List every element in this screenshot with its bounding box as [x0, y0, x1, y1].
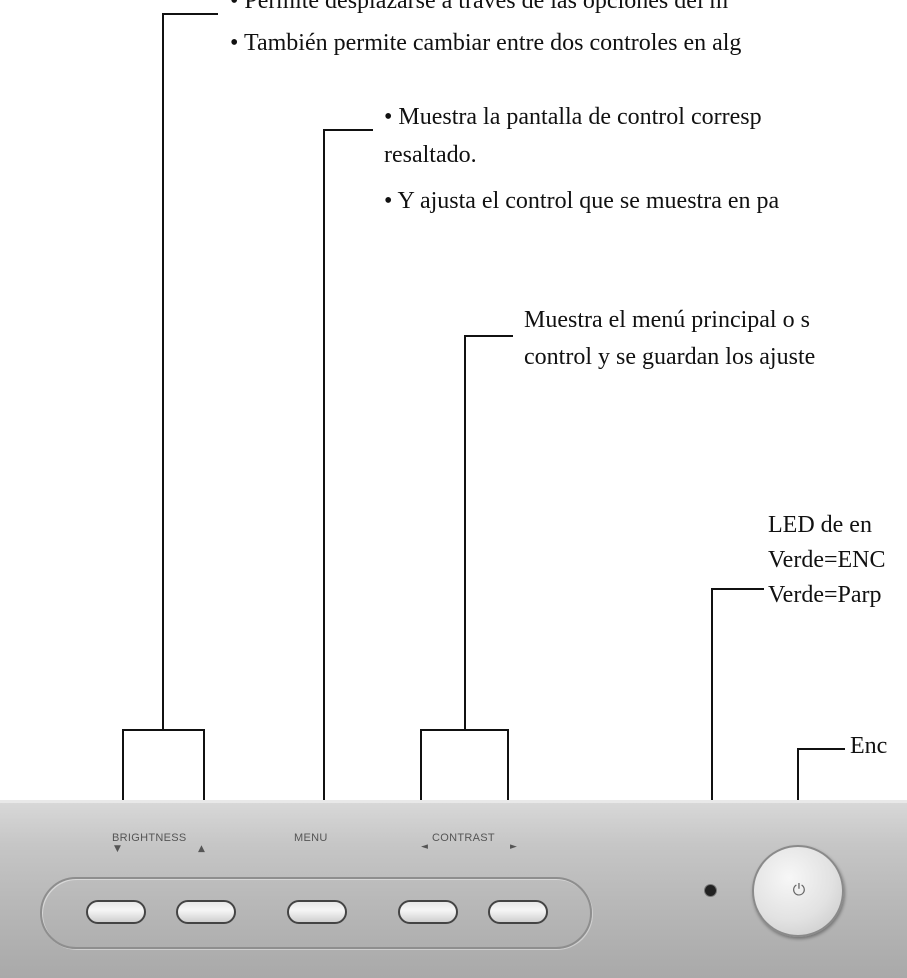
led-leader-line	[711, 588, 764, 853]
menu-callout-line3: • Y ajusta el control que se muestra en …	[384, 188, 780, 214]
led-callout-line2: Verde=ENC	[768, 547, 886, 573]
contrast-right-button[interactable]	[488, 900, 548, 924]
menu-callout-line2: resaltado.	[384, 142, 477, 168]
menu-button[interactable]	[287, 900, 347, 924]
power-led-indicator	[705, 885, 716, 896]
contrast-leader-line	[464, 335, 513, 730]
power-callout-line1: Enc	[850, 733, 888, 759]
led-callout-line1: LED de en	[768, 512, 872, 538]
brightness-down-icon: ▼	[114, 844, 121, 854]
brightness-down-button[interactable]	[86, 900, 146, 924]
brightness-up-button[interactable]	[176, 900, 236, 924]
brightness-leader-line	[162, 13, 218, 730]
contrast-left-button[interactable]	[398, 900, 458, 924]
menu-label: MENU	[294, 832, 328, 844]
power-button[interactable]: ⏻	[752, 845, 844, 937]
contrast-bracket	[420, 729, 509, 812]
navigate-options-text: • Permite desplazarse a través de las op…	[230, 0, 729, 14]
panel-top-edge	[0, 800, 907, 803]
contrast-right-icon: ►	[510, 842, 517, 852]
menu-callout-line1: • Muestra la pantalla de control corresp	[384, 104, 762, 130]
contrast-callout-line1: Muestra el menú principal o s	[524, 307, 810, 333]
brightness-label: BRIGHTNESS	[112, 832, 187, 844]
contrast-left-icon: ◄	[421, 842, 428, 852]
brightness-up-icon: ▲	[198, 844, 205, 854]
brightness-bracket	[122, 729, 205, 812]
menu-leader-line	[323, 129, 373, 817]
contrast-label: CONTRAST	[432, 832, 495, 844]
power-icon: ⏻	[792, 880, 806, 899]
led-callout-line3: Verde=Parp	[768, 582, 882, 608]
button-bezel	[40, 877, 592, 949]
toggle-controls-text: • También permite cambiar entre dos cont…	[230, 30, 742, 56]
contrast-callout-line2: control y se guardan los ajuste	[524, 344, 816, 370]
